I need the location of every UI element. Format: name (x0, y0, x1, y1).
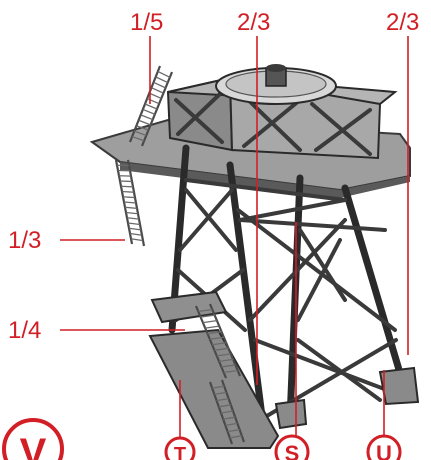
ladder-rung (151, 87, 164, 94)
marker-s: S (274, 434, 310, 460)
leg-front-left (226, 161, 269, 444)
label-front-left-leg: 2/3 (237, 9, 270, 36)
ladder-rung (223, 416, 236, 420)
tower-illustration (89, 64, 420, 449)
middle-ladder (114, 159, 146, 247)
bracing-back (296, 228, 382, 402)
leg-front-right (341, 184, 412, 404)
ladder-rung (129, 232, 143, 236)
ladder-rung (126, 217, 140, 220)
lower-landing (150, 290, 228, 324)
ladder-rung (142, 108, 156, 115)
leader-lines (60, 36, 409, 437)
marker-v-letter: V (20, 431, 47, 460)
leg-back-right (286, 174, 304, 424)
marker-t-letter: T (174, 444, 186, 460)
ladder-rung (136, 125, 149, 131)
lower-ladder (194, 303, 242, 379)
ladder-rung (218, 404, 231, 408)
ladder-rung (128, 227, 142, 231)
marker-u-letter: U (376, 441, 392, 460)
ladder-rung (119, 180, 133, 183)
base-foot-middle (274, 398, 308, 430)
ladder-rung (134, 130, 147, 137)
ladder-rung (207, 331, 222, 335)
ladder-rung (212, 385, 225, 389)
ladder-rung (124, 206, 138, 210)
marker-u: U (366, 434, 402, 460)
ladder-rung (155, 76, 168, 84)
ladder-rung (218, 358, 234, 363)
ladder-rung (157, 70, 171, 78)
ladder-rung (130, 238, 144, 242)
ladder-rung (225, 422, 238, 427)
bracing-side (174, 188, 247, 332)
label-upper-ladder: 1/5 (130, 9, 163, 36)
ladder-rung (120, 185, 134, 188)
ladder-rung (131, 135, 145, 142)
marker-v: V (2, 418, 64, 460)
upper-ladder (128, 65, 174, 147)
label-front-right-leg: 2/3 (386, 9, 419, 36)
bottom-ladder (208, 379, 246, 445)
ladder-rung (202, 319, 218, 324)
ladder-rung (227, 428, 240, 433)
marker-t: T (164, 436, 196, 460)
ladder-rung (198, 308, 213, 313)
ladder-rung (122, 196, 136, 199)
ladder-rung (149, 92, 162, 100)
ladder-rung (123, 201, 137, 204)
ladder-rung (125, 211, 139, 215)
ladder-rung (205, 325, 220, 329)
ladder-rung (127, 222, 141, 226)
ladder-rung (214, 347, 229, 351)
ladder-rung (216, 397, 229, 402)
ladder-rung (216, 353, 231, 357)
label-lower-ladder: 1/4 (8, 317, 41, 344)
ladder-rung (144, 103, 158, 110)
ladder-rung (153, 81, 166, 89)
bracing-front (236, 198, 402, 422)
ladder-rung (212, 342, 227, 346)
ladder-rung (138, 119, 151, 126)
ladder-rung (214, 391, 227, 396)
ladder-rung (229, 435, 242, 439)
ladder-rung (221, 364, 236, 368)
base-foot-right (378, 366, 420, 406)
ladder-rung (200, 314, 215, 318)
label-middle-ladder: 1/3 (8, 227, 41, 254)
turntable (215, 64, 337, 105)
ladder-rung (220, 410, 234, 414)
ladder-rung (146, 97, 160, 105)
ladder-rung (140, 114, 153, 121)
ladder-rung (209, 336, 224, 340)
ladder-rung (223, 369, 238, 374)
ladder-rung (121, 190, 135, 193)
marker-s-letter: S (285, 441, 300, 460)
